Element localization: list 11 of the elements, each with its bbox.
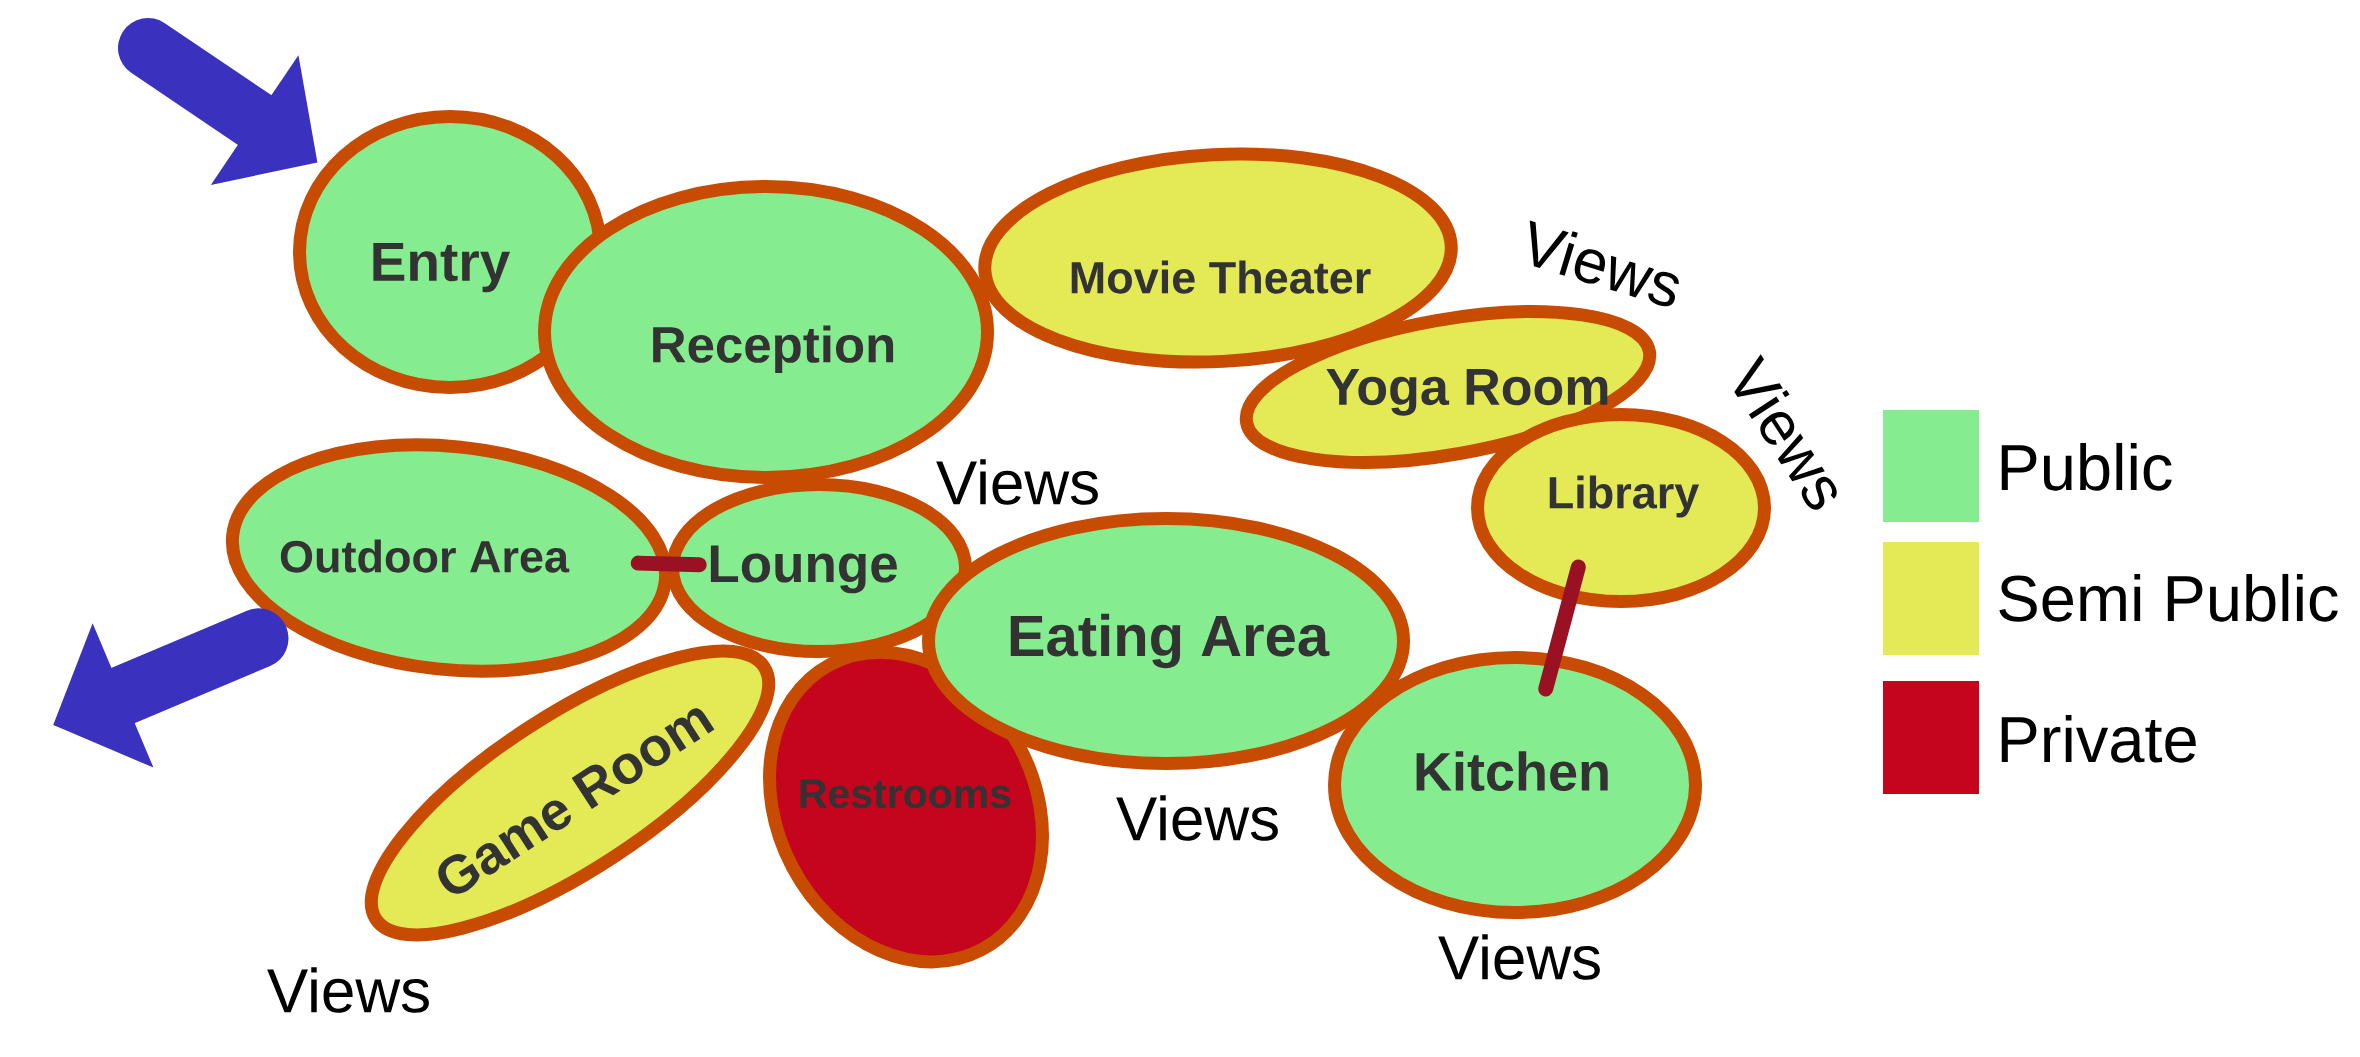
annotation: Views xyxy=(1116,795,1278,841)
legend-label: Private xyxy=(2001,714,2196,763)
annotation: Views xyxy=(1438,934,1600,980)
annotation: Views xyxy=(1529,220,1679,307)
zone-bubble: Outdoor Area xyxy=(226,438,672,678)
connector-line xyxy=(1538,559,1586,697)
legend-label: Semi Public xyxy=(1999,573,2338,622)
connector-line xyxy=(630,555,707,573)
legend-label: Public xyxy=(2001,442,2172,491)
annotation: Views xyxy=(267,967,429,1013)
zone-bubble: Movie Theater xyxy=(978,147,1458,369)
